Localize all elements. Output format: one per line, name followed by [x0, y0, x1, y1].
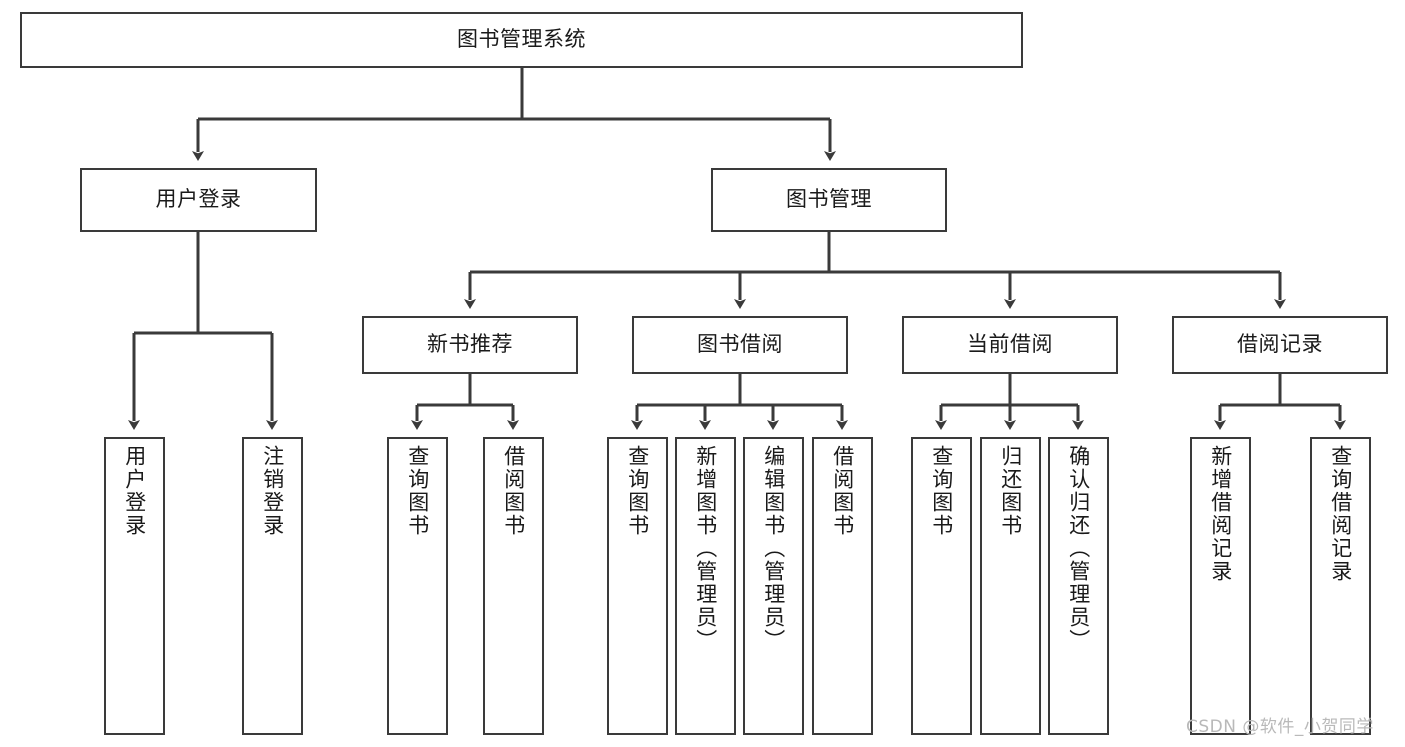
leaf-current-borrow-return: 归还图书 [980, 437, 1041, 735]
leaf-borrow-record-query: 查询借阅记录 [1310, 437, 1371, 735]
node-label: 图书管理系统 [457, 27, 586, 52]
leaf-borrow-record-add: 新增借阅记录 [1190, 437, 1251, 735]
node-label: 新增借阅记录 [1208, 445, 1233, 583]
leaf-user-login-login: 用户登录 [104, 437, 165, 735]
node-label: 图书管理 [786, 187, 872, 212]
node-label: 新书推荐 [427, 332, 513, 357]
leaf-book-borrow-borrow: 借阅图书 [812, 437, 873, 735]
node-label: 确认归还（管理员） [1066, 445, 1091, 652]
leaf-current-borrow-confirm: 确认归还（管理员） [1048, 437, 1109, 735]
node-current-borrow: 当前借阅 [902, 316, 1118, 374]
node-book-borrow: 图书借阅 [632, 316, 848, 374]
leaf-book-borrow-add: 新增图书（管理员） [675, 437, 736, 735]
node-user-login: 用户登录 [80, 168, 317, 232]
leaf-new-book-borrow: 借阅图书 [483, 437, 544, 735]
leaf-new-book-query: 查询图书 [387, 437, 448, 735]
node-label: 图书借阅 [697, 332, 783, 357]
node-label: 查询图书 [929, 445, 954, 537]
node-label: 借阅图书 [501, 445, 526, 537]
leaf-book-borrow-edit: 编辑图书（管理员） [743, 437, 804, 735]
node-label: 查询图书 [625, 445, 650, 537]
node-borrow-record: 借阅记录 [1172, 316, 1388, 374]
leaf-current-borrow-query: 查询图书 [911, 437, 972, 735]
node-book-management: 图书管理 [711, 168, 947, 232]
watermark-text: CSDN @软件_小贺同学 [1186, 717, 1374, 737]
node-label: 用户登录 [155, 187, 242, 212]
leaf-user-login-logout: 注销登录 [242, 437, 303, 735]
node-label: 查询借阅记录 [1328, 445, 1353, 583]
node-label: 借阅图书 [830, 445, 855, 537]
node-label: 查询图书 [405, 445, 430, 537]
node-label: 用户登录 [122, 445, 147, 537]
node-label: 注销登录 [260, 445, 285, 537]
node-label: 当前借阅 [967, 332, 1053, 357]
node-new-book-recommend: 新书推荐 [362, 316, 578, 374]
leaf-book-borrow-query: 查询图书 [607, 437, 668, 735]
node-root-system: 图书管理系统 [20, 12, 1023, 68]
node-label: 归还图书 [998, 445, 1023, 537]
node-label: 新增图书（管理员） [693, 445, 718, 652]
node-label: 借阅记录 [1237, 332, 1323, 357]
node-label: 编辑图书（管理员） [761, 445, 786, 652]
